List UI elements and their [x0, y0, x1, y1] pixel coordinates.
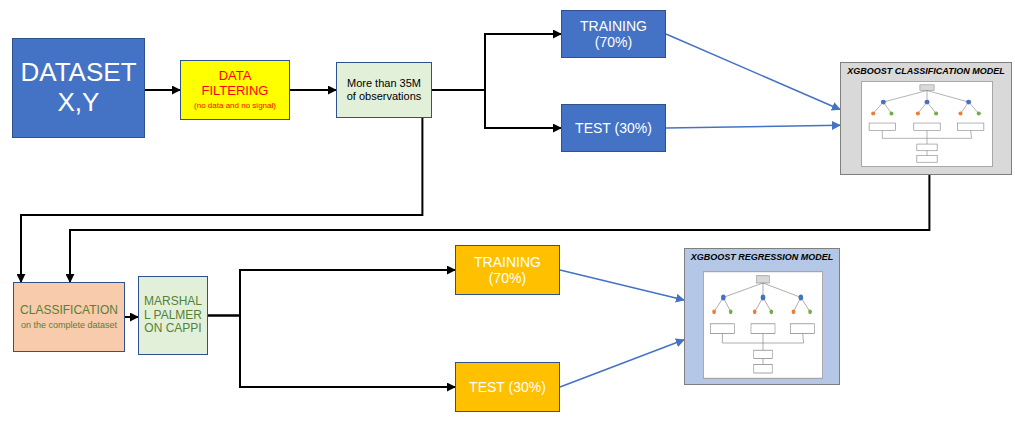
model-box: XGBOOST CLASSIFICATION MODEL — [840, 62, 1012, 175]
box-label: CLASSIFICATION — [20, 304, 118, 318]
model-box: XGBOOST REGRESSION MODEL — [684, 248, 840, 385]
flow-arrow — [666, 34, 840, 110]
box-label: XGBOOST REGRESSION MODEL — [691, 252, 834, 262]
flow-arrow — [208, 316, 455, 388]
box-label: TEST (30%) — [575, 120, 652, 136]
box-label: DATASET X,Y — [17, 58, 140, 118]
flow-arrow — [666, 125, 840, 128]
test-box: TEST (30%) — [455, 362, 560, 412]
method-box: MARSHALL PALMER ON CAPPI — [138, 276, 208, 355]
training-box: TRAINING (70%) — [455, 245, 560, 295]
flow-arrow — [125, 316, 138, 318]
training-box: TRAINING (70%) — [561, 10, 666, 58]
box-label: TRAINING (70%) — [566, 18, 661, 50]
tree-illustration — [861, 81, 993, 167]
observations-box: More than 35M of observations — [336, 62, 432, 118]
flow-arrow — [560, 340, 684, 387]
test-box: TEST (30%) — [561, 104, 666, 152]
flow-arrow — [560, 270, 684, 300]
classification-box: CLASSIFICATION on the complete dataset — [13, 282, 125, 352]
dataset-box: DATASET X,Y — [12, 38, 145, 138]
box-label: MARSHALL PALMER ON CAPPI — [141, 295, 205, 336]
box-note: (no data and no signal) — [194, 101, 276, 110]
flow-arrow — [145, 89, 180, 91]
box-label: TRAINING (70%) — [460, 254, 555, 286]
flow-arrow — [21, 118, 422, 282]
box-label: TEST (30%) — [469, 379, 546, 395]
box-note: on the complete dataset — [21, 320, 117, 330]
flow-arrow — [208, 270, 455, 316]
box-label: More than 35M of observations — [341, 77, 427, 102]
flow-arrow — [432, 90, 561, 128]
tree-illustration — [703, 271, 823, 379]
filter-box: DATA FILTERING (no data and no signal) — [180, 60, 290, 120]
flow-arrow — [290, 89, 336, 91]
box-label: DATA FILTERING — [185, 69, 285, 99]
flow-arrow — [432, 34, 561, 90]
box-label: XGBOOST CLASSIFICATION MODEL — [847, 66, 1004, 76]
